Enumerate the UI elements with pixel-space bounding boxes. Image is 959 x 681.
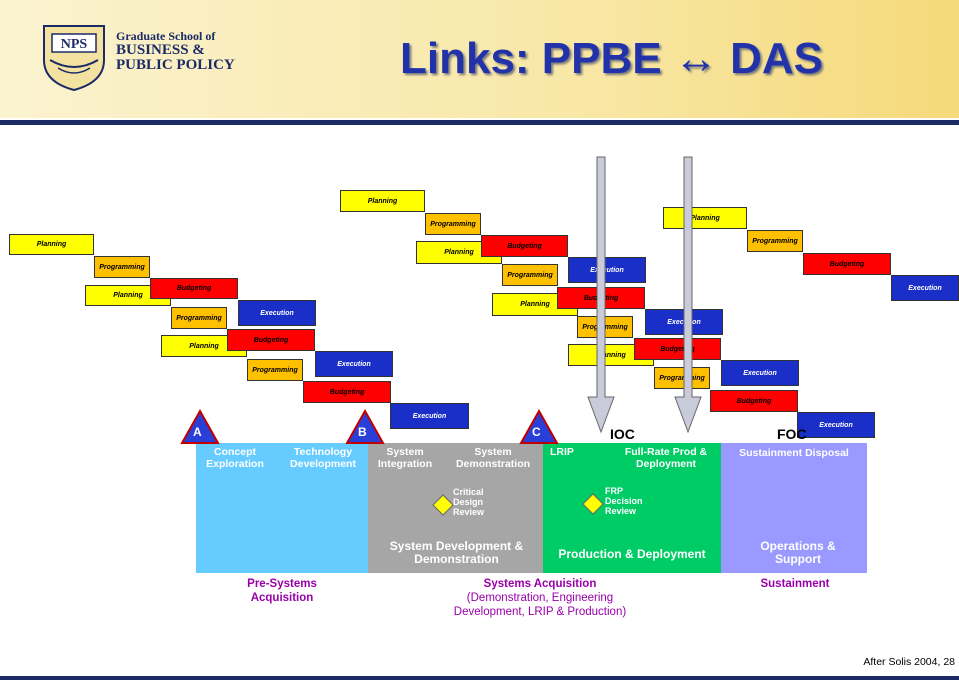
- cycle2-execution: Execution: [568, 257, 646, 283]
- footer-divider: [0, 676, 959, 680]
- cycle1-programming-2: Programming: [171, 307, 227, 329]
- cycle3-budgeting: Budgeting: [803, 253, 891, 275]
- frp-review-diamond: [582, 493, 604, 515]
- critical-design-review-label: Critical Design Review: [453, 487, 485, 517]
- header-divider: [0, 120, 959, 125]
- sustainment-category: Sustainment: [745, 578, 845, 592]
- phase-sustainment: [721, 443, 867, 573]
- milestone-b-label: B: [358, 425, 367, 439]
- sustainment-disposal-label: Sustainment Disposal: [739, 447, 849, 459]
- milestone-c-triangle: [519, 408, 559, 444]
- cycle1-execution: Execution: [238, 300, 316, 326]
- school-name: Graduate School of BUSINESS & PUBLIC POL…: [116, 30, 235, 74]
- cycle2-programming-4: Programming: [654, 367, 710, 389]
- phase-production: [543, 443, 721, 573]
- foc-label: FOC: [777, 426, 807, 442]
- cycle2-execution-4: Execution: [797, 412, 875, 438]
- systems-acquisition-detail: (Demonstration, Engineering Development,…: [453, 591, 627, 618]
- pre-systems-category: Pre-Systems Acquisition: [222, 578, 342, 606]
- cycle1-programming-3: Programming: [247, 359, 303, 381]
- frp-decision-review-label: FRP Decision Review: [605, 486, 643, 516]
- school-line3: PUBLIC POLICY: [116, 57, 235, 74]
- cycle1-budgeting-3: Budgeting: [303, 381, 391, 403]
- lrip-label: LRIP: [550, 446, 574, 458]
- cycle1-budgeting-2: Budgeting: [227, 329, 315, 351]
- cycle1-execution-2: Execution: [315, 351, 393, 377]
- cycle2-programming: Programming: [425, 213, 481, 235]
- sustainment-category-label: Sustainment: [760, 578, 830, 590]
- sdd-label: System Development & Demonstration: [389, 539, 524, 567]
- cycle1-budgeting: Budgeting: [150, 278, 238, 299]
- cycle1-programming: Programming: [94, 256, 150, 278]
- system-integration-label: System Integration: [377, 446, 433, 470]
- milestone-a-label: A: [193, 425, 202, 439]
- header-banner: [0, 0, 959, 118]
- logo-text: NPS: [61, 37, 88, 52]
- milestone-a-triangle: [180, 408, 220, 444]
- operations-support-label: Operations & Support: [760, 539, 836, 567]
- nps-logo: NPS: [43, 25, 105, 92]
- pre-systems-category-label: Pre-Systems Acquisition: [247, 578, 317, 604]
- cycle1-execution-3: Execution: [390, 403, 469, 429]
- systems-acquisition-label: Systems Acquisition: [483, 578, 597, 590]
- phase-system-development: [368, 443, 543, 573]
- full-rate-prod-label: Full-Rate Prod & Deployment: [624, 446, 708, 470]
- production-deployment-label: Production & Deployment: [558, 547, 706, 561]
- cycle2-budgeting: Budgeting: [481, 235, 568, 257]
- cycle2-budgeting-4: Budgeting: [710, 390, 798, 412]
- critical-review-diamond: [432, 494, 454, 516]
- systems-acquisition-category: Systems Acquisition (Demonstration, Engi…: [430, 578, 650, 619]
- ioc-label: IOC: [610, 426, 635, 442]
- milestone-c-label: C: [532, 425, 541, 439]
- cycle2-budgeting-3: Budgeting: [634, 338, 721, 360]
- school-line1: Graduate School of: [116, 29, 216, 43]
- concept-exploration-label: Concept Exploration: [206, 446, 264, 470]
- phase-pre-systems: [196, 443, 368, 573]
- source-credit: After Solis 2004, 28: [863, 656, 955, 668]
- cycle2-programming-2: Programming: [502, 264, 558, 286]
- cycle3-execution: Execution: [891, 275, 959, 301]
- technology-development-label: Technology Development: [290, 446, 356, 470]
- cycle3-programming: Programming: [747, 230, 803, 252]
- cycle2-execution-3: Execution: [721, 360, 799, 386]
- cycle1-planning: Planning: [9, 234, 94, 255]
- page-title: Links: PPBE ↔ DAS: [400, 34, 823, 83]
- system-demonstration-label: System Demonstration: [455, 446, 531, 470]
- cycle1-planning-3: Planning: [161, 335, 247, 357]
- cycle2-planning: Planning: [340, 190, 425, 212]
- milestone-b-triangle: [345, 408, 385, 444]
- school-line2: BUSINESS &: [116, 41, 205, 58]
